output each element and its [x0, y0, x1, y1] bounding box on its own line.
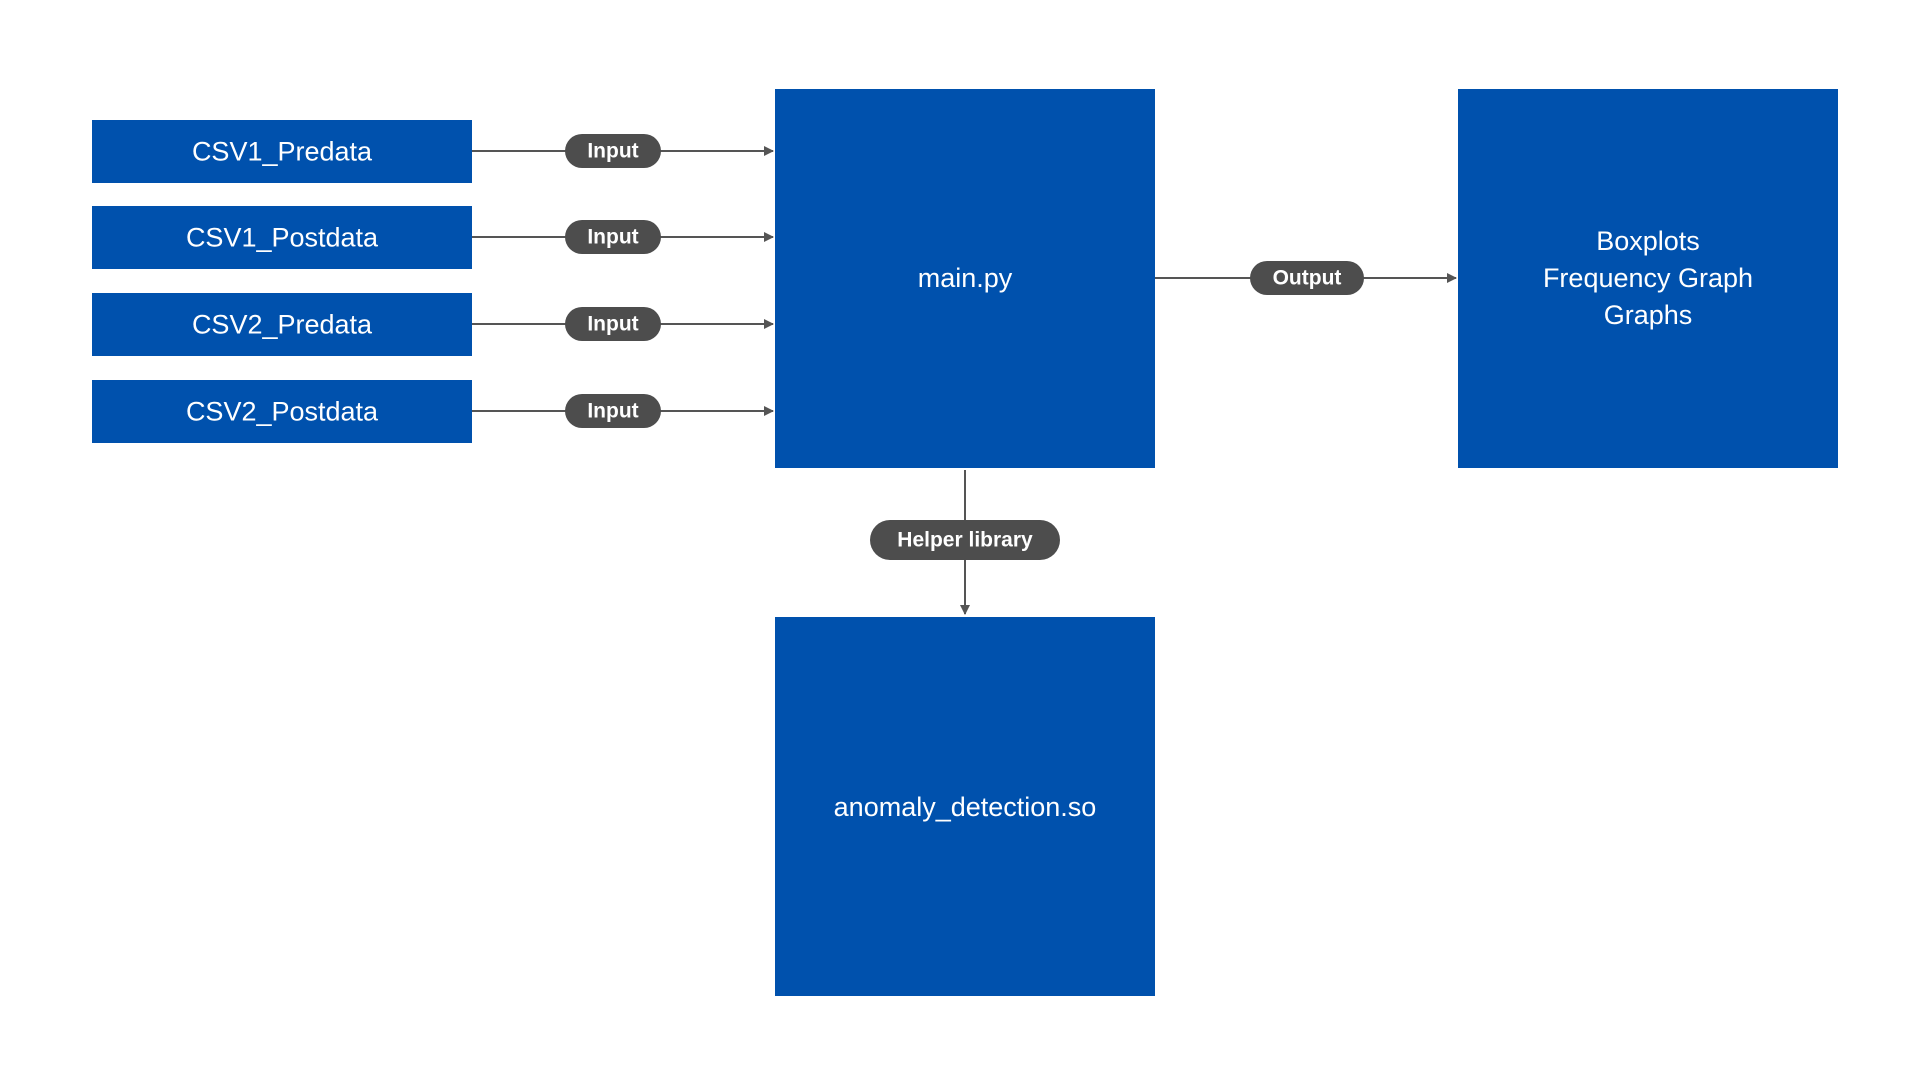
input-node-csv1-postdata: CSV1_Postdata	[92, 206, 472, 269]
output-edge-label: Output	[1250, 261, 1364, 295]
input-edge-label: Input	[565, 307, 661, 341]
output-line: Boxplots	[1596, 226, 1700, 256]
input-node-label: CSV2_Predata	[192, 310, 373, 340]
edge-label-text: Input	[587, 226, 638, 249]
input-edge-label: Input	[565, 134, 661, 168]
input-edge-label: Input	[565, 220, 661, 254]
helper-node-label: anomaly_detection.so	[834, 792, 1097, 822]
main-node-label: main.py	[918, 263, 1013, 293]
output-line: Graphs	[1604, 300, 1693, 330]
edge-label-text: Helper library	[897, 529, 1033, 552]
main-node: main.py	[775, 89, 1155, 468]
input-node-csv1-predata: CSV1_Predata	[92, 120, 472, 183]
input-node-label: CSV2_Postdata	[186, 397, 379, 427]
input-node-csv2-postdata: CSV2_Postdata	[92, 380, 472, 443]
input-node-label: CSV1_Postdata	[186, 223, 379, 253]
edge-label-text: Input	[587, 313, 638, 336]
output-node: Boxplots Frequency Graph Graphs	[1458, 89, 1838, 468]
edge-label-text: Input	[587, 400, 638, 423]
edge-label-text: Input	[587, 140, 638, 163]
input-node-label: CSV1_Predata	[192, 137, 373, 167]
helper-edge-label: Helper library	[870, 520, 1060, 560]
edge-label-text: Output	[1273, 267, 1342, 290]
input-edge-label: Input	[565, 394, 661, 428]
helper-node: anomaly_detection.so	[775, 617, 1155, 996]
input-node-csv2-predata: CSV2_Predata	[92, 293, 472, 356]
output-line: Frequency Graph	[1543, 263, 1753, 293]
